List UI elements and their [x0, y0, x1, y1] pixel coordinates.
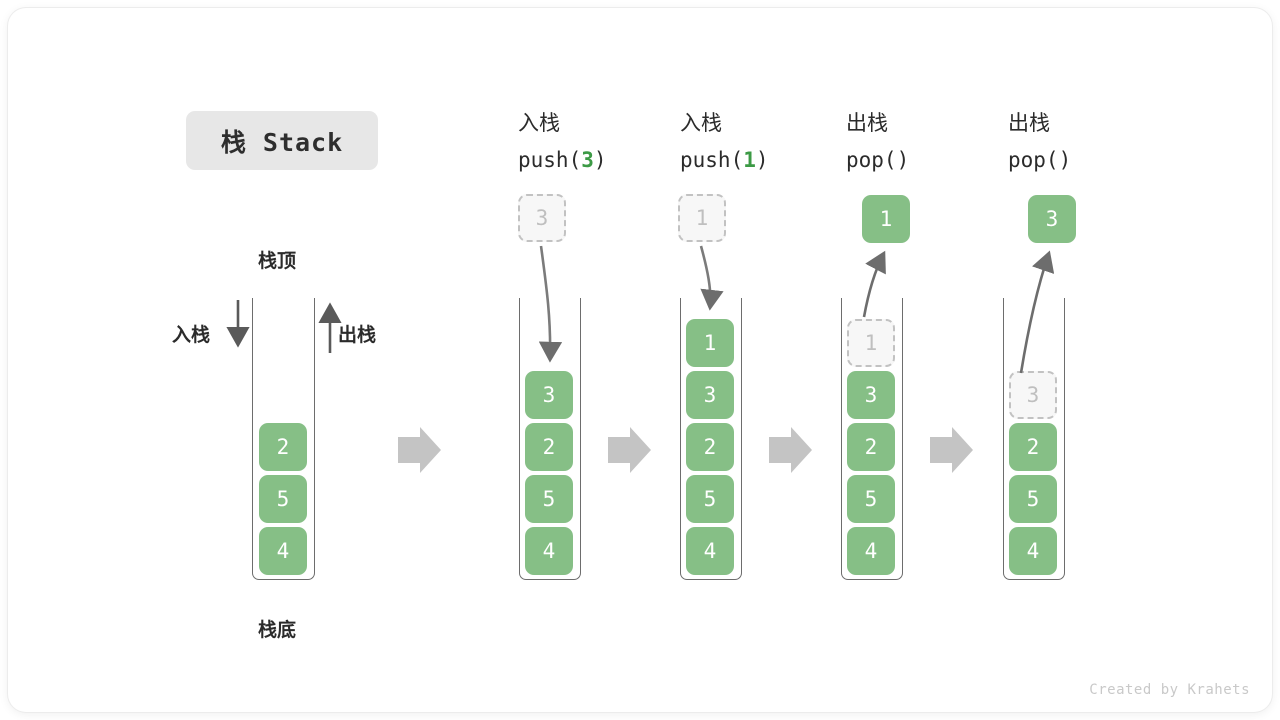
stack-cell: 2 [1009, 423, 1057, 471]
step-4-header-cn: 出栈 [1008, 112, 1050, 135]
floating-cell-step-4: 3 [1028, 195, 1076, 243]
title-chip: 栈 Stack [186, 111, 378, 170]
stack-cell: 5 [1009, 475, 1057, 523]
step-4-code-prefix: pop( [1008, 148, 1059, 172]
stack-cell: 2 [525, 423, 573, 471]
pop-label-left: 出栈 [338, 325, 377, 346]
step-4-header: 出栈 pop() [1008, 106, 1071, 178]
stack-cell: 4 [259, 527, 307, 575]
stack-cell: 5 [259, 475, 307, 523]
step-2-header: 入栈 push(1) [680, 106, 769, 178]
stack-cell: 1 [686, 319, 734, 367]
step-2-code-suffix: ) [755, 148, 769, 172]
stack-cell: 3 [525, 371, 573, 419]
step-3-code-prefix: pop( [846, 148, 897, 172]
stack-cell: 4 [525, 527, 573, 575]
push-label-left: 入栈 [172, 325, 211, 346]
stack-container-step-3 [841, 298, 903, 580]
stack-cell: 2 [259, 423, 307, 471]
stack-container-step-1 [519, 298, 581, 580]
step-2-code-prefix: push( [680, 148, 744, 172]
step-3-header-cn: 出栈 [846, 112, 888, 135]
step-2-header-code: push(1) [680, 142, 769, 178]
step-4-code-suffix: ) [1058, 148, 1072, 172]
floating-cell-step-1: 3 [518, 194, 566, 242]
stack-cell: 5 [686, 475, 734, 523]
step-4-header-code: pop() [1008, 142, 1071, 178]
step-3-code-suffix: ) [896, 148, 910, 172]
stack-container-step-4 [1003, 298, 1065, 580]
step-1-code-prefix: push( [518, 148, 582, 172]
stack-cell: 4 [686, 527, 734, 575]
stack-cell: 4 [1009, 527, 1057, 575]
stack-cell: 5 [847, 475, 895, 523]
credit-text: Created by Krahets [1089, 682, 1250, 698]
stack-bottom-label: 栈底 [258, 620, 297, 641]
stack-cell: 3 [847, 371, 895, 419]
step-1-header-code: push(3) [518, 142, 607, 178]
floating-cell-step-3: 1 [862, 195, 910, 243]
step-1-code-suffix: ) [593, 148, 607, 172]
stack-cell: 2 [686, 423, 734, 471]
step-1-code-arg: 3 [581, 148, 594, 172]
stack-cell: 5 [525, 475, 573, 523]
step-3-header-code: pop() [846, 142, 909, 178]
ghost-cell-step-4: 3 [1009, 371, 1057, 419]
ghost-cell-step-3: 1 [847, 319, 895, 367]
stack-container-initial [252, 298, 315, 580]
stack-top-label: 栈顶 [258, 251, 297, 272]
stack-cell: 2 [847, 423, 895, 471]
floating-cell-step-2: 1 [678, 194, 726, 242]
stack-cell: 4 [847, 527, 895, 575]
stack-cell: 3 [686, 371, 734, 419]
step-1-header-cn: 入栈 [518, 112, 560, 135]
step-2-header-cn: 入栈 [680, 112, 722, 135]
step-3-header: 出栈 pop() [846, 106, 909, 178]
step-2-code-arg: 1 [743, 148, 756, 172]
stack-container-step-2 [680, 298, 742, 580]
step-1-header: 入栈 push(3) [518, 106, 607, 178]
